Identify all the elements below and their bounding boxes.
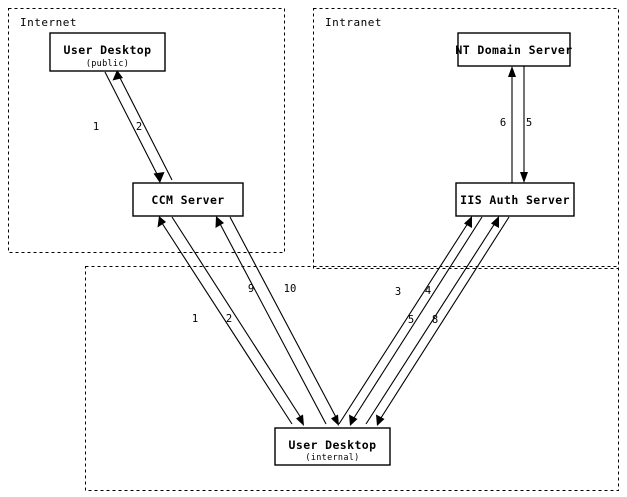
flow-1-internal-arrowhead	[157, 216, 166, 228]
flow-7-arrowhead	[520, 172, 528, 183]
flow-7-label: 5	[526, 117, 532, 129]
flow-6-arrow: 6	[500, 66, 516, 183]
flow-10-line	[229, 216, 339, 422]
flow-10-label: 10	[284, 283, 297, 295]
zone-internet-group: Internet	[8, 8, 285, 253]
flow-2-internal-label: 2	[226, 313, 232, 325]
flow-1-internal-line	[159, 219, 293, 425]
ccm-server-label: CCM Server	[151, 193, 224, 207]
flow-7-arrow: 5	[520, 66, 532, 183]
node-nt-domain-server[interactable]: NT Domain Server	[455, 32, 572, 67]
flow-9-line	[217, 219, 327, 425]
flow-3-line	[338, 219, 471, 425]
user-desktop-public-sublabel: (public)	[86, 59, 129, 69]
user-desktop-public-label: User Desktop	[64, 43, 152, 57]
nt-domain-server-box[interactable]	[457, 32, 571, 67]
zone-internet-boundary	[8, 8, 285, 253]
zone-intranet-label: Intranet	[325, 16, 382, 29]
zone-internal-boundary	[85, 266, 619, 491]
flow-2-public-arrowhead	[112, 70, 123, 81]
flow-3-arrowhead	[464, 216, 472, 228]
flow-2-public-arrow: 2	[112, 70, 173, 181]
flow-1-public-arrow: 1	[93, 71, 165, 183]
flow-5-line	[365, 219, 498, 425]
flow-8-arrow: 8	[376, 216, 510, 426]
flow-4-label: 4	[425, 285, 431, 297]
ccm-server-box[interactable]	[132, 182, 244, 217]
flow-2-internal-arrowhead	[296, 414, 304, 426]
node-iis-auth-server[interactable]: IIS Auth Server	[455, 182, 575, 217]
flow-8-label: 8	[432, 314, 438, 326]
flow-1-internal-label: 1	[192, 313, 198, 325]
flow-1-public-line	[104, 71, 161, 181]
zone-intranet-boundary	[313, 8, 619, 269]
flow-3-arrow: 3	[338, 216, 472, 425]
flow-2-internal-arrow: 2	[171, 216, 304, 426]
flow-6-arrowhead	[508, 66, 516, 77]
user-desktop-internal-sublabel: (internal)	[305, 453, 359, 463]
flow-2-internal-line	[171, 216, 304, 422]
node-ccm-server[interactable]: CCM Server	[132, 182, 244, 217]
flow-10-arrow: 10	[229, 216, 339, 426]
iis-auth-server-label: IIS Auth Server	[460, 193, 570, 207]
flow-9-label: 9	[248, 283, 254, 295]
iis-auth-server-box[interactable]	[455, 182, 575, 217]
flow-3-label: 3	[395, 286, 401, 298]
flow-2-public-label: 2	[136, 121, 142, 133]
flow-2-public-line	[116, 71, 173, 181]
flow-1-public-arrowhead	[153, 172, 165, 183]
flow-9-arrowhead	[215, 216, 224, 228]
zone-internal-group	[85, 266, 619, 491]
flow-6-label: 6	[500, 117, 506, 129]
flow-4-arrowhead	[349, 414, 358, 426]
flow-1-internal-arrow: 1	[157, 216, 293, 425]
nt-domain-server-label: NT Domain Server	[455, 43, 572, 57]
flow-8-arrowhead	[376, 414, 385, 426]
flow-5-arrowhead	[491, 216, 499, 228]
node-user-desktop-public[interactable]: User Desktop (public)	[49, 32, 166, 72]
flow-8-line	[378, 216, 510, 422]
flow-5-label: 5	[408, 314, 414, 326]
user-desktop-internal-label: User Desktop	[289, 438, 377, 452]
flow-4-arrow: 4	[349, 216, 483, 426]
node-user-desktop-internal[interactable]: User Desktop (internal)	[274, 427, 391, 466]
zone-intranet-group: Intranet	[313, 8, 619, 269]
flow-1-public-label: 1	[93, 121, 99, 133]
flow-9-arrow: 9	[215, 216, 327, 425]
user-desktop-public-box[interactable]	[49, 32, 166, 72]
flow-10-arrowhead	[331, 414, 339, 426]
flow-5-arrow: 5	[365, 216, 499, 425]
flow-4-line	[351, 216, 483, 422]
zone-internet-label: Internet	[20, 16, 77, 29]
user-desktop-internal-box[interactable]	[274, 427, 391, 466]
